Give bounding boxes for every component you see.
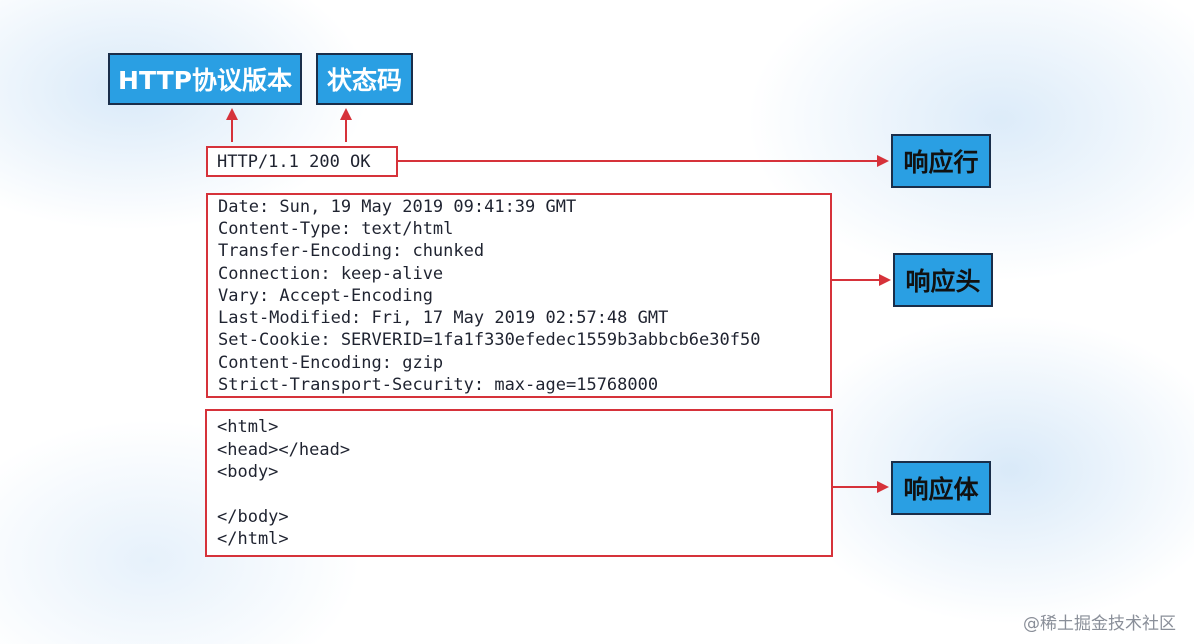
header-line: Connection: keep-alive xyxy=(218,264,444,284)
label-response-line: 响应行 xyxy=(891,134,991,188)
body-line: <body> xyxy=(217,462,279,482)
label-response-body: 响应体 xyxy=(891,461,991,515)
header-line: Vary: Accept-Encoding xyxy=(218,286,433,306)
header-line: Transfer-Encoding: chunked xyxy=(218,241,485,261)
watermark: @稀土掘金技术社区 xyxy=(1023,614,1176,634)
header-line: Content-Type: text/html xyxy=(218,219,454,239)
body-line: </body> xyxy=(217,507,289,527)
label-status-code: 状态码 xyxy=(316,53,413,105)
body-line: <head></head> xyxy=(217,440,351,460)
header-line: Date: Sun, 19 May 2019 09:41:39 GMT xyxy=(218,197,577,217)
label-http-version: HTTP协议版本 xyxy=(108,53,302,105)
status-line-box: HTTP/1.1 200 OK xyxy=(206,146,398,177)
body-line: </html> xyxy=(217,529,289,549)
header-line: Strict-Transport-Security: max-age=15768… xyxy=(218,375,659,395)
header-line: Content-Encoding: gzip xyxy=(218,353,444,373)
header-line: Last-Modified: Fri, 17 May 2019 02:57:48… xyxy=(218,308,669,328)
body-line: <html> xyxy=(217,417,279,437)
status-line-text: HTTP/1.1 200 OK xyxy=(217,152,371,172)
headers-box: Date: Sun, 19 May 2019 09:41:39 GMT Cont… xyxy=(206,193,832,398)
header-line: Set-Cookie: SERVERID=1fa1f330efedec1559b… xyxy=(218,330,761,350)
body-box: <html> <head></head> <body> </body> </ht… xyxy=(205,409,833,557)
label-response-headers: 响应头 xyxy=(893,253,993,307)
